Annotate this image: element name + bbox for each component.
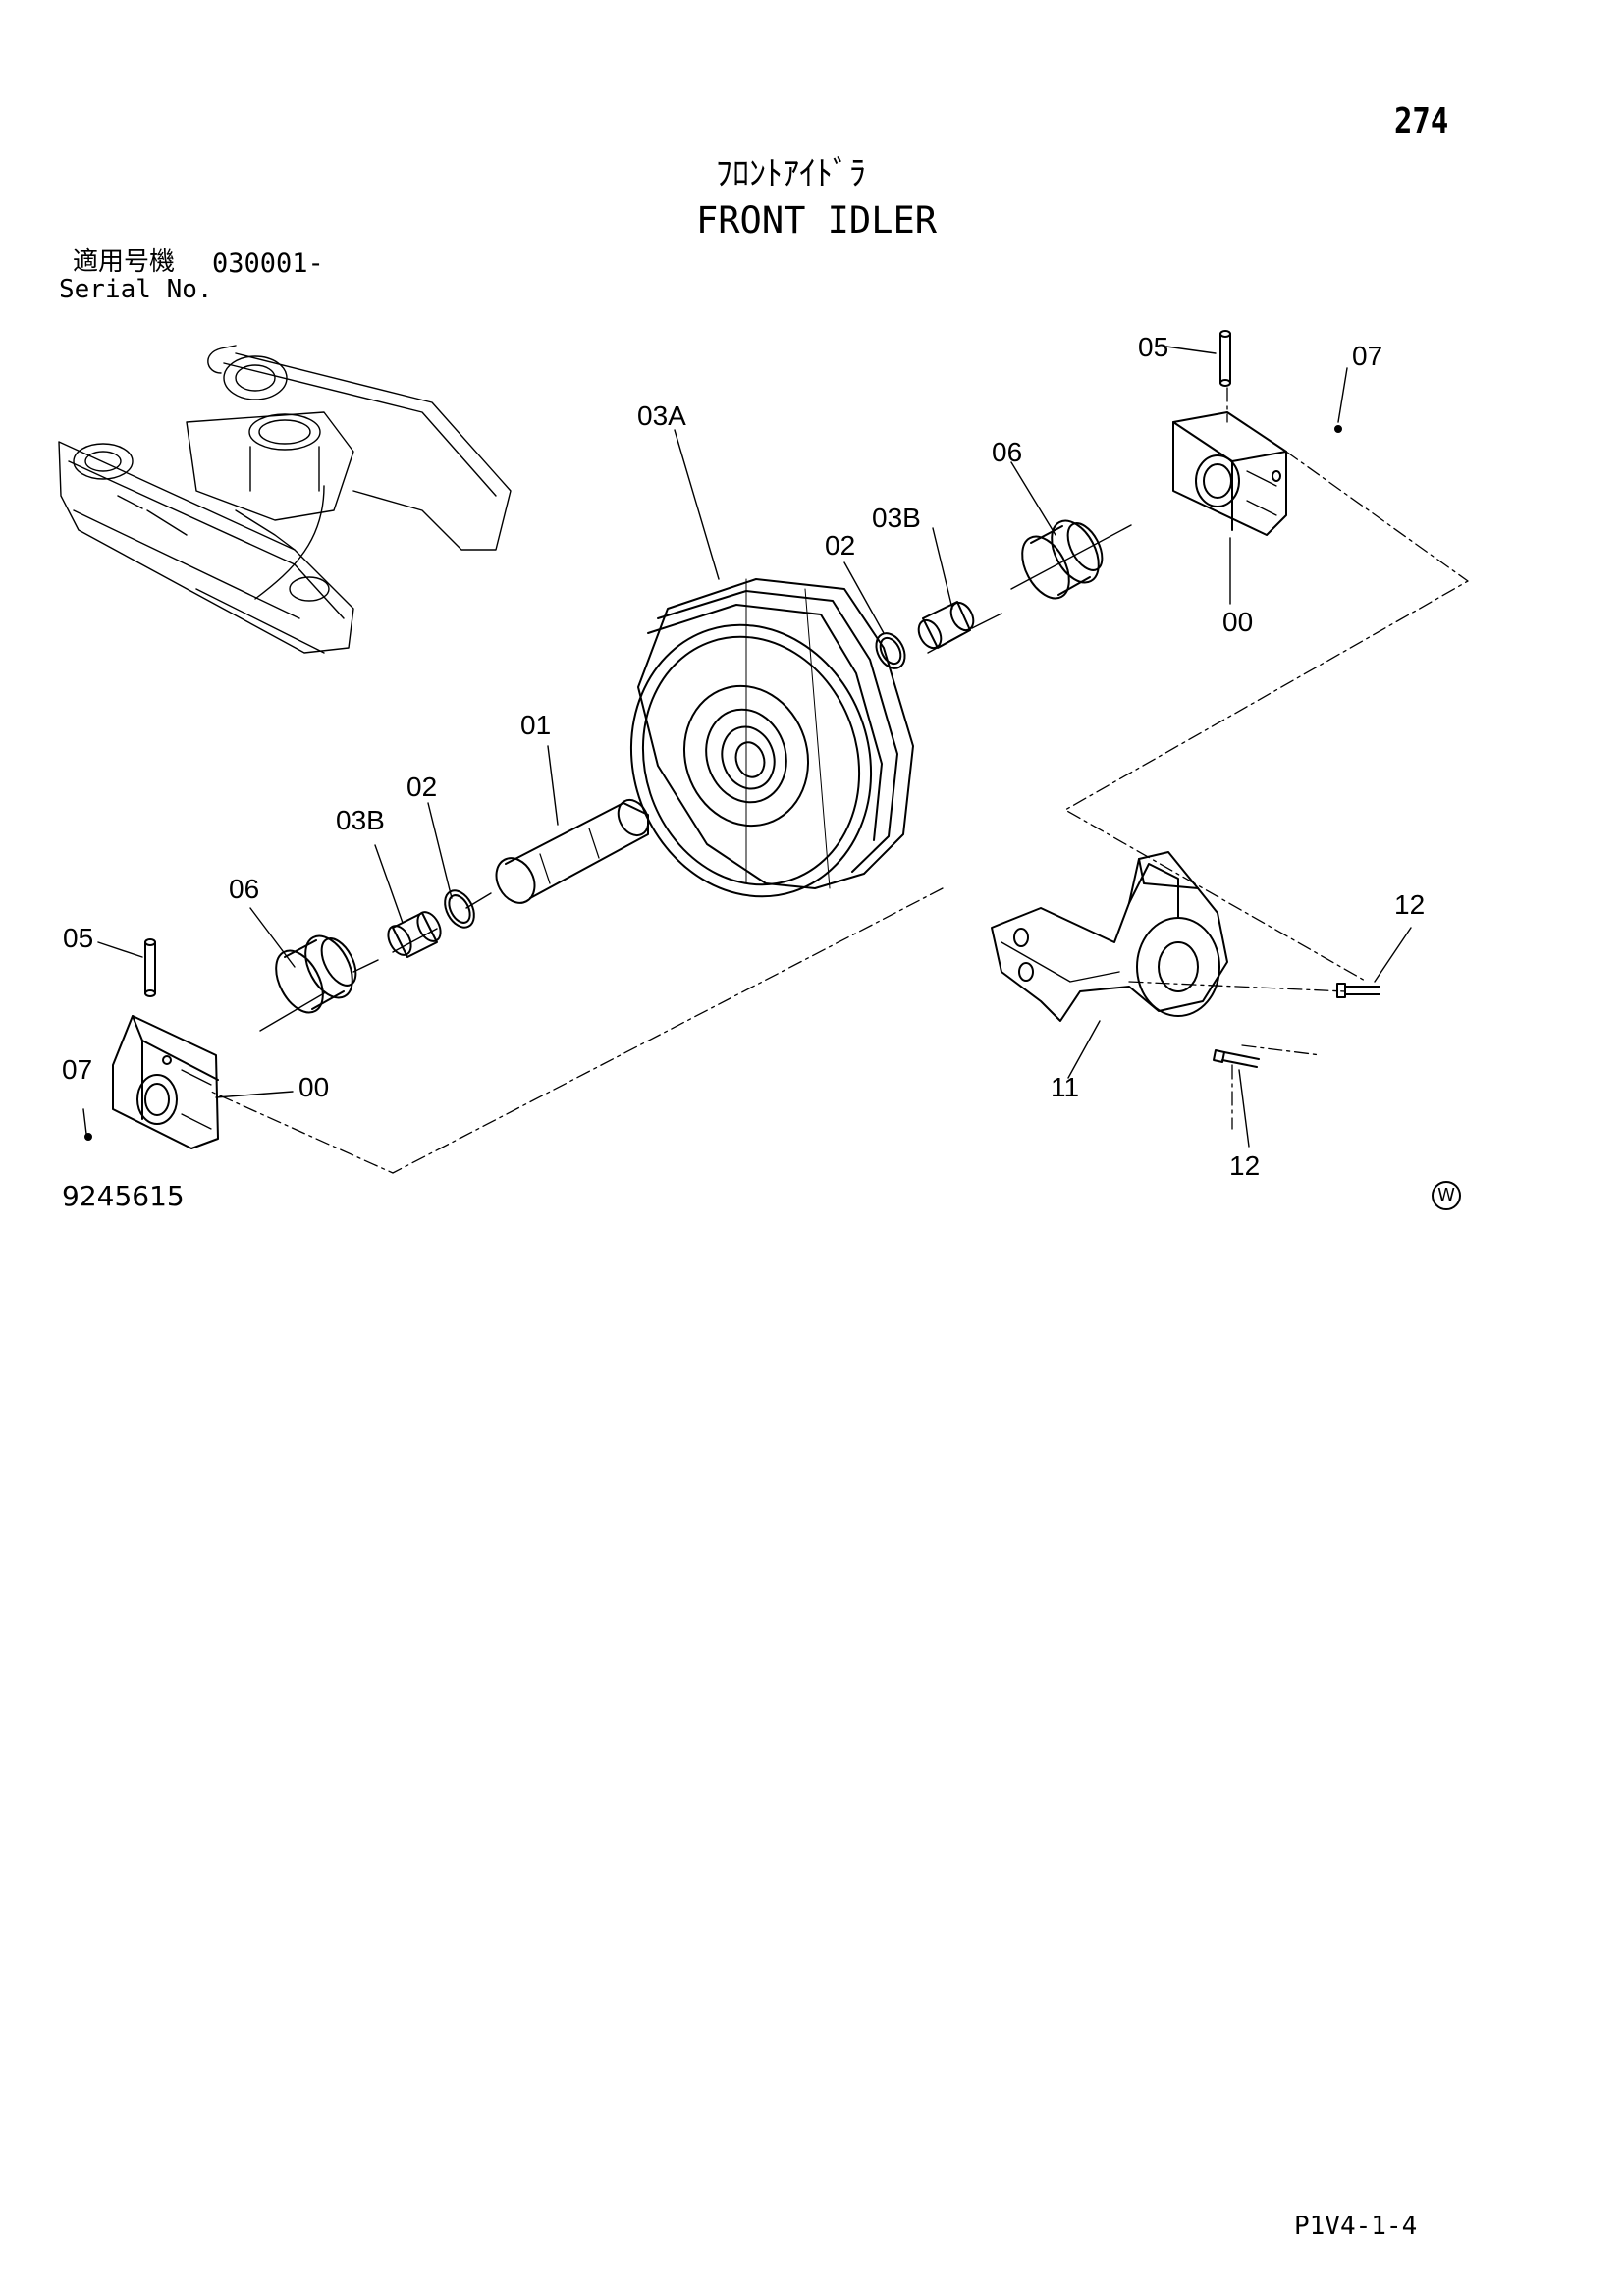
- page-number: 274: [1394, 101, 1449, 141]
- left-bearing-block: [113, 1016, 218, 1148]
- part-label-03A: 03A: [637, 400, 686, 431]
- left-grease-fitting: [85, 1134, 91, 1140]
- idler-shaft: [489, 795, 654, 910]
- serial-label-english: Serial No.: [59, 275, 213, 304]
- right-bearing-block: [1173, 412, 1286, 535]
- part-label-11: 11: [1051, 1072, 1080, 1102]
- part-label-02-left: 02: [406, 772, 438, 802]
- part-label-00-right: 00: [1222, 607, 1254, 637]
- page-code: P1V4-1-4: [1294, 2212, 1418, 2241]
- part-label-07-left: 07: [62, 1054, 93, 1085]
- part-label-02-right: 02: [825, 530, 856, 561]
- right-grease-fitting: [1335, 426, 1341, 432]
- title-japanese: ﾌﾛﾝﾄｱｲﾄﾞﾗ: [716, 154, 866, 193]
- watermark-mark: W: [1432, 1181, 1461, 1210]
- part-label-06-right: 06: [992, 437, 1023, 467]
- serial-number-value: 030001-: [212, 248, 324, 279]
- part-label-06-left: 06: [229, 874, 260, 904]
- part-label-03B-left: 03B: [336, 805, 385, 835]
- figure-number: 9245615: [62, 1180, 185, 1212]
- right-seal-set: [871, 599, 978, 673]
- part-label-12-top: 12: [1394, 889, 1426, 920]
- idler-yoke: [992, 852, 1227, 1021]
- part-label-12-bottom: 12: [1229, 1150, 1261, 1181]
- left-floating-seal: [266, 929, 362, 1021]
- right-pin: [1220, 331, 1230, 386]
- part-label-05-top: 05: [1138, 332, 1169, 362]
- bolt-lower: [1214, 1050, 1259, 1067]
- part-label-07-top: 07: [1352, 341, 1383, 371]
- title-english: FRONT IDLER: [696, 199, 938, 241]
- left-pin: [145, 939, 155, 996]
- bolt-upper: [1337, 984, 1380, 997]
- leader-lines: [83, 347, 1411, 1147]
- part-label-05-left: 05: [63, 923, 94, 953]
- right-floating-seal: [1012, 513, 1109, 607]
- idler-wheel: [597, 579, 913, 928]
- part-label-03B-right: 03B: [872, 503, 921, 533]
- track-frame-thumbnail: [59, 346, 511, 653]
- axis-lines: [260, 525, 1131, 1031]
- part-label-00-left: 00: [298, 1072, 330, 1102]
- left-seal-set: [384, 885, 480, 959]
- part-label-01: 01: [520, 710, 552, 740]
- assembly-centerlines: [211, 388, 1468, 1173]
- serial-label-japanese: 適用号機: [73, 247, 176, 277]
